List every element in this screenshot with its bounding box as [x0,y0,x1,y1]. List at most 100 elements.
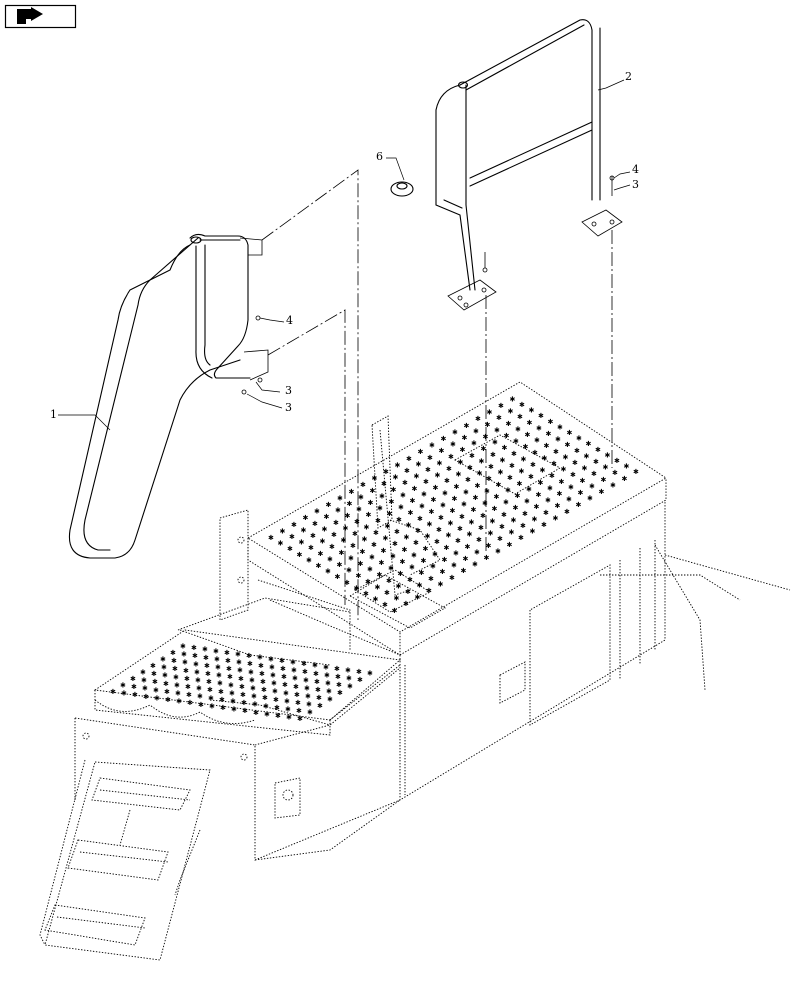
perforation-mark: ✱ [274,704,280,712]
perforation-mark: ✱ [485,421,491,429]
perforation-mark: ✱ [553,514,559,522]
perforation-mark: ✱ [601,476,607,484]
perforation-mark: ✱ [416,460,422,468]
perforation-mark: ✱ [251,693,257,701]
perforation-mark: ✱ [423,545,429,553]
perforation-mark: ✱ [547,484,553,492]
callout-leaders [58,79,631,431]
perforation-mark: ✱ [463,488,469,496]
perforation-mark: ✱ [150,662,156,670]
perforation-mark: ✱ [335,673,341,681]
perforation-mark: ✱ [235,651,241,659]
perforation-mark: ✱ [494,493,500,501]
perforation-mark: ✱ [292,675,298,683]
perforation-mark: ✱ [247,660,253,668]
perforation-mark: ✱ [346,567,352,575]
perforation-mark: ✱ [564,508,570,516]
perforation-mark: ✱ [345,512,351,520]
perforation-mark: ✱ [451,562,457,570]
perforation-mark: ✱ [314,678,320,686]
perforation-mark: ✱ [357,676,363,684]
perforation-mark: ✱ [538,412,544,420]
callout-1: 1 [50,408,57,421]
perforation-mark: ✱ [538,479,544,487]
perforation-mark: ✱ [185,683,191,691]
perforation-mark: ✱ [225,657,231,665]
perforation-mark: ✱ [326,688,332,696]
perforation-mark: ✱ [404,534,410,542]
callout-3-right: 3 [632,178,639,191]
perforation-mark: ✱ [449,574,455,582]
back-arrow-button[interactable] [4,4,77,29]
perforation-mark: ✱ [584,452,590,460]
perforation-mark: ✱ [384,589,390,597]
perforation-mark: ✱ [415,594,421,602]
perforation-mark: ✱ [297,715,303,723]
callout-3-left-lower: 3 [285,401,292,414]
perforation-mark: ✱ [383,535,389,543]
perforation-mark: ✱ [344,579,350,587]
perforation-mark: ✱ [576,435,582,443]
perforation-mark: ✱ [541,521,547,529]
perforation-mark: ✱ [317,702,323,710]
perforation-mark: ✱ [322,525,328,533]
perforation-mark: ✱ [438,580,444,588]
perforation-mark: ✱ [431,496,437,504]
perforation-mark: ✱ [264,710,270,718]
perforation-mark: ✱ [229,689,235,697]
perforation-mark: ✱ [161,664,167,672]
perforation-mark: ✱ [472,561,478,569]
perforation-mark: ✱ [440,568,446,576]
perforation-mark: ✱ [432,550,438,558]
perforation-mark: ✱ [402,546,408,554]
perforation-mark: ✱ [213,647,219,655]
perforation-mark: ✱ [471,506,477,514]
perforation-mark: ✱ [364,523,370,531]
perforation-mark: ✱ [249,676,255,684]
access-step-ladder [39,759,211,961]
perforation-mark: ✱ [170,649,176,657]
perforation-mark: ✱ [473,427,479,435]
perforation-mark: ✱ [383,468,389,476]
perforation-mark: ✱ [496,414,502,422]
perforation-mark: ✱ [475,482,481,490]
perforation-mark: ✱ [490,451,496,459]
perforation-mark: ✱ [406,455,412,463]
perforation-mark: ✱ [559,478,565,486]
perforation-mark: ✱ [605,451,611,459]
perforation-mark: ✱ [413,539,419,547]
perforation-mark: ✱ [513,504,519,512]
perforation-mark: ✱ [236,659,242,667]
perforation-mark: ✱ [586,440,592,448]
perforation-mark: ✱ [544,442,550,450]
perforation-mark: ✱ [183,667,189,675]
perforation-mark: ✱ [373,529,379,537]
perforation-mark: ✱ [327,555,333,563]
perforation-mark: ✱ [496,481,502,489]
perforation-mark: ✱ [261,686,267,694]
perforation-mark: ✱ [396,582,402,590]
perforation-mark: ✱ [439,447,445,455]
perforation-mark: ✱ [174,681,180,689]
perforation-mark: ✱ [335,507,341,515]
perforation-mark: ✱ [532,515,538,523]
perforation-mark: ✱ [446,465,452,473]
perforation-mark: ✱ [268,534,274,542]
perforation-mark: ✱ [484,487,490,495]
perforation-mark: ✱ [301,660,307,668]
perforation-mark: ✱ [334,665,340,673]
perforation-mark: ✱ [250,685,256,693]
perforation-mark: ✱ [392,607,398,615]
perforation-mark: ✱ [442,556,448,564]
perforation-mark: ✱ [633,468,639,476]
perforation-mark: ✱ [325,680,331,688]
perforation-mark: ✱ [316,562,322,570]
perforation-mark: ✱ [405,588,411,596]
perforation-mark: ✱ [263,702,269,710]
perforation-mark: ✱ [406,521,412,529]
perforation-mark: ✱ [418,448,424,456]
perforation-mark: ✱ [511,450,517,458]
perforation-mark: ✱ [325,568,331,576]
perforation-mark: ✱ [308,544,314,552]
perforation-mark: ✱ [219,696,225,704]
